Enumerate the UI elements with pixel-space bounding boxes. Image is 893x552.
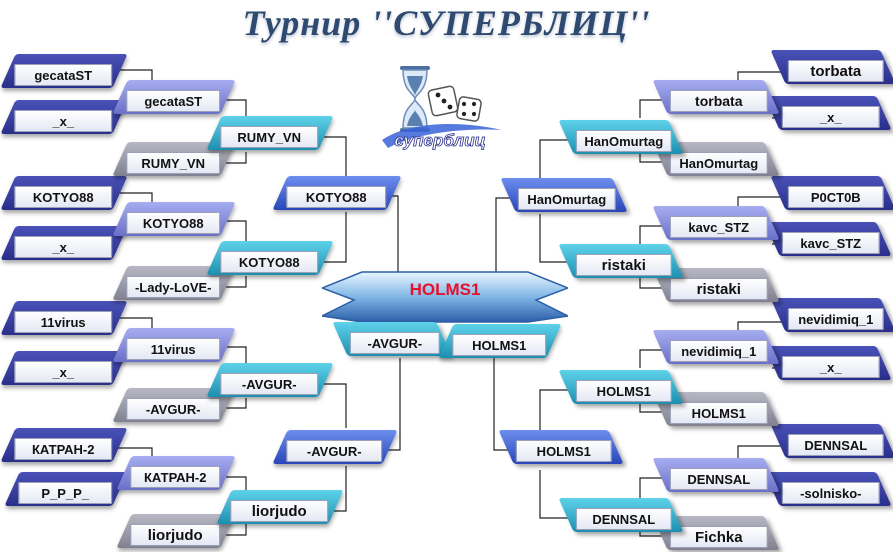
player-name: HOLMS1 xyxy=(515,440,612,462)
right-final-slot: HOLMS1 xyxy=(438,324,562,358)
player-name: DENNSAL xyxy=(575,508,672,530)
player-name: liorjudo xyxy=(230,500,329,522)
player-name: _x_ xyxy=(14,110,113,132)
player-name: nevidimiq_1 xyxy=(787,308,884,330)
right-r2-slot-3: kavc_STZ xyxy=(652,206,780,240)
player-name: 11virus xyxy=(126,338,221,360)
player-name: _x_ xyxy=(14,236,113,258)
left-r1-slot-6: _x_ xyxy=(0,351,128,385)
player-name: _x_ xyxy=(781,356,880,378)
left-r2-slot-7: КАТРАН-2 xyxy=(116,456,236,490)
right-r1-slot-2: _x_ xyxy=(764,96,892,130)
player-name: _x_ xyxy=(14,361,113,383)
right-r2-slot-1: torbata xyxy=(652,80,780,114)
right-r3-slot-1: HanOmurtag xyxy=(558,120,684,154)
left-r1-slot-4: _x_ xyxy=(0,226,128,260)
player-name: HOLMS1 xyxy=(575,380,672,402)
player-name: torbata xyxy=(669,90,768,112)
page-title: Турнир ''СУПЕРБЛИЦ'' xyxy=(242,3,651,43)
player-name: HanOmurtag xyxy=(575,130,672,152)
champion-banner: HOLMS1 xyxy=(319,266,571,328)
player-name: -AVGUR- xyxy=(126,398,221,420)
player-name: -AVGUR- xyxy=(349,332,440,354)
player-name: torbata xyxy=(787,60,884,82)
right-r1-slot-5: nevidimiq_1 xyxy=(770,298,893,332)
left-r3-slot-4: liorjudo xyxy=(216,490,344,524)
left-r2-slot-5: 11virus xyxy=(112,328,236,362)
player-name: P0CT0B xyxy=(787,186,884,208)
player-name: KOTYO88 xyxy=(286,186,387,208)
player-name: КАТРАН-2 xyxy=(130,466,221,488)
right-r3-slot-2: ristaki xyxy=(558,244,684,278)
left-r3-slot-2: KOTYO88 xyxy=(206,241,334,275)
left-r1-slot-7: КАТРАН-2 xyxy=(0,428,128,462)
left-final-slot: -AVGUR- xyxy=(332,322,452,356)
player-name: HanOmurtag xyxy=(669,152,768,174)
player-name: DENNSAL xyxy=(669,468,768,490)
right-r2-slot-7: DENNSAL xyxy=(652,458,780,492)
player-name: 11virus xyxy=(14,311,113,333)
player-name: gecataST xyxy=(14,64,113,86)
left-r1-slot-3: KOTYO88 xyxy=(0,176,128,210)
player-name: HanOmurtag xyxy=(517,188,616,210)
player-name: HOLMS1 xyxy=(669,402,768,424)
right-r4-slot-1: HanOmurtag xyxy=(500,178,628,212)
right-r1-slot-6: _x_ xyxy=(764,346,892,380)
left-r1-slot-5: 11virus xyxy=(0,301,128,335)
player-name: -Lady-LoVE- xyxy=(126,276,221,298)
player-name: kavc_STZ xyxy=(781,232,880,254)
player-name: DENNSAL xyxy=(787,434,884,456)
player-name: nevidimiq_1 xyxy=(669,340,768,362)
player-name: КАТРАН-2 xyxy=(14,438,113,460)
player-name: ristaki xyxy=(669,278,768,300)
player-name: -AVGUR- xyxy=(286,440,383,462)
right-r1-slot-8: -solnisko- xyxy=(764,472,892,506)
player-name: P_P_P_ xyxy=(18,482,113,504)
player-name: KOTYO88 xyxy=(220,251,319,273)
player-name: RUMY_VN xyxy=(126,152,221,174)
right-r4-slot-2: HOLMS1 xyxy=(498,430,624,464)
left-r1-slot-8: P_P_P_ xyxy=(4,472,128,506)
right-r3-slot-3: HOLMS1 xyxy=(558,370,684,404)
player-name: -AVGUR- xyxy=(220,373,319,395)
left-r2-slot-3: KOTYO88 xyxy=(112,202,236,236)
right-r1-slot-1: torbata xyxy=(770,50,893,84)
left-r3-slot-1: RUMY_VN xyxy=(206,116,334,150)
champion-name: HOLMS1 xyxy=(409,280,481,299)
player-name: Fichka xyxy=(669,526,768,548)
player-name: HOLMS1 xyxy=(452,334,547,356)
player-name: _x_ xyxy=(781,106,880,128)
right-r1-slot-4: kavc_STZ xyxy=(764,222,892,256)
right-r1-slot-7: DENNSAL xyxy=(770,424,893,458)
left-r1-slot-1: gecataST xyxy=(0,54,128,88)
player-name: -solnisko- xyxy=(781,482,880,504)
right-r2-slot-5: nevidimiq_1 xyxy=(652,330,780,364)
left-r4-slot-2: -AVGUR- xyxy=(272,430,398,464)
superblitz-logo: суперблиц xyxy=(382,66,502,150)
player-name: KOTYO88 xyxy=(126,212,221,234)
player-name: liorjudo xyxy=(130,524,221,546)
player-name: gecataST xyxy=(126,90,221,112)
player-name: ristaki xyxy=(575,254,672,276)
player-name: RUMY_VN xyxy=(220,126,319,148)
left-r2-slot-1: gecataST xyxy=(112,80,236,114)
left-r4-slot-1: KOTYO88 xyxy=(272,176,402,210)
right-r3-slot-4: DENNSAL xyxy=(558,498,684,532)
player-name: kavc_STZ xyxy=(669,216,768,238)
left-r3-slot-3: -AVGUR- xyxy=(206,363,334,397)
logo-text: суперблиц xyxy=(394,131,485,150)
left-r1-slot-2: _x_ xyxy=(0,100,128,134)
player-name: KOTYO88 xyxy=(14,186,113,208)
right-r1-slot-3: P0CT0B xyxy=(770,176,893,210)
